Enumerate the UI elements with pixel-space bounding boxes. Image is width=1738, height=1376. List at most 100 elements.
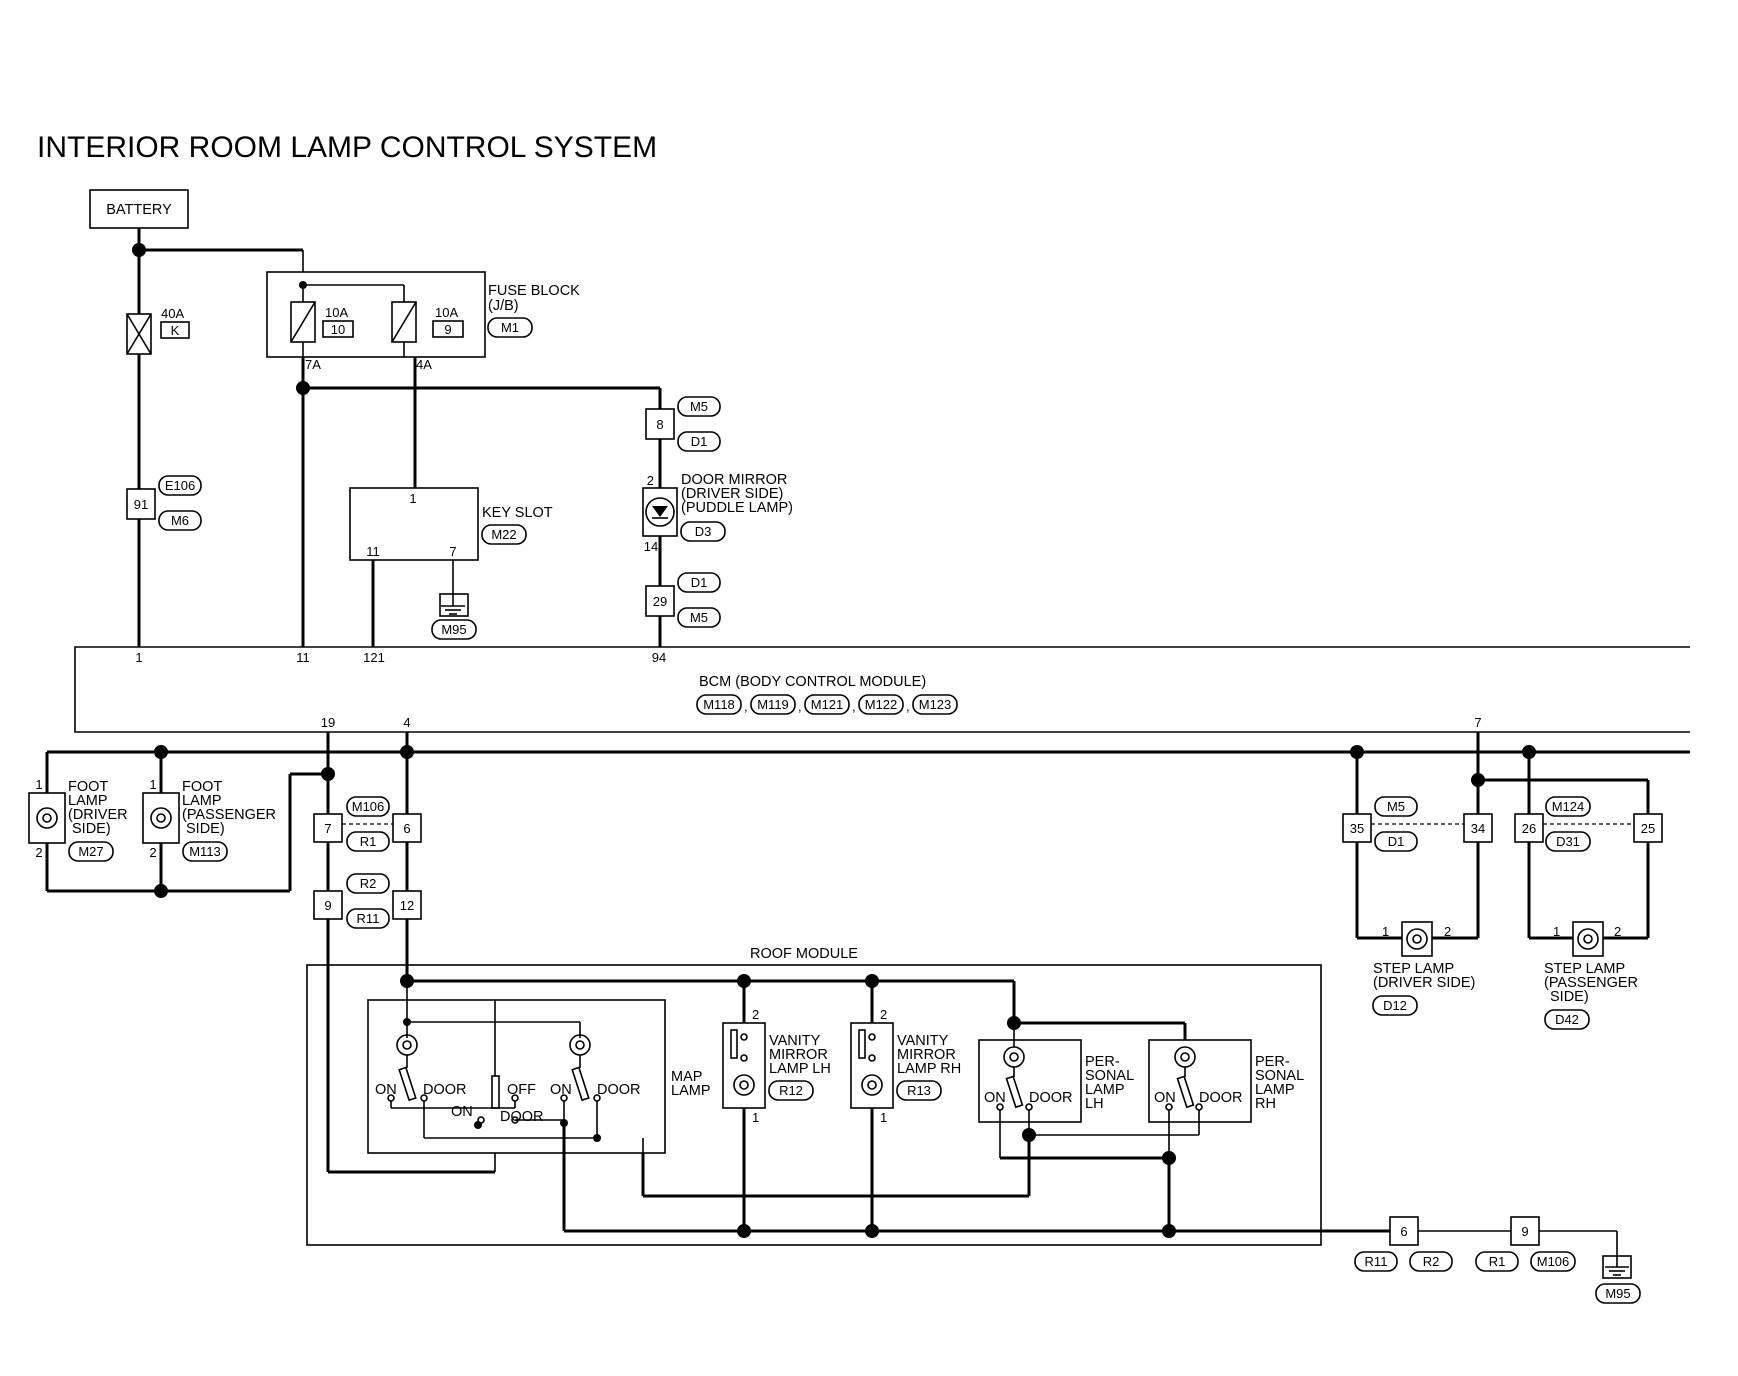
joint-pin-12: 12 (400, 898, 414, 913)
map-lamp-label-2: LAMP (671, 1083, 711, 1099)
fuse-a-rating: 10A (325, 305, 348, 320)
joint-m5-34 (1463, 813, 1493, 843)
foot-passenger-label-3: (PASSENGER (182, 807, 276, 823)
fuse-40a (126, 313, 152, 355)
bcm-comma: , (906, 699, 910, 714)
vanity-rh-label-3: LAMP RH (897, 1061, 961, 1077)
personal-lh-label-2: SONAL (1085, 1068, 1134, 1084)
connector-d1-b: D1 (691, 575, 708, 590)
connector-m5-c: M5 (1387, 799, 1405, 814)
personal-lh-label-3: LAMP (1085, 1082, 1125, 1098)
connector-m106-b: M106 (1537, 1254, 1570, 1269)
vanity-rh-pin-1: 1 (880, 1110, 887, 1125)
map-door-left: DOOR (423, 1082, 467, 1098)
key-slot-label: KEY SLOT (482, 505, 553, 521)
fuse-40a-rating: 40A (161, 306, 184, 321)
step-passenger-pin-2: 2 (1614, 924, 1621, 939)
battery-box (89, 189, 189, 229)
joint-pin-29: 29 (653, 594, 667, 609)
bcm-pin-7: 7 (1474, 715, 1481, 730)
joint-r11-6 (1389, 1216, 1419, 1246)
map-lamp-box (367, 999, 666, 1154)
connector-m5-a: M5 (690, 399, 708, 414)
fuse-a-num: 10 (331, 322, 345, 337)
personal-lamp-lh-bulb (1003, 1046, 1025, 1068)
joint-pin-6-ground: 6 (1400, 1224, 1407, 1239)
foot-passenger-label-4: SIDE) (186, 821, 225, 837)
connector-d3: D3 (695, 524, 712, 539)
fuse-40a-code: K (171, 323, 180, 338)
foot-lamp-driver (28, 792, 66, 844)
connector-r2: R2 (360, 876, 377, 891)
joint-pin-6: 6 (403, 821, 410, 836)
joint-pin-7: 7 (324, 821, 331, 836)
foot-lamp-passenger (142, 792, 180, 844)
connector-d12: D12 (1383, 998, 1407, 1013)
connector-r11: R11 (357, 911, 380, 926)
personal-rh-on: ON (1154, 1090, 1176, 1106)
roof-module-label: ROOF MODULE (750, 946, 858, 962)
vanity-lh-label-3: LAMP LH (769, 1061, 831, 1077)
ground-m95-key-slot: M95 (441, 622, 466, 637)
bcm-pin-11: 11 (296, 650, 310, 665)
fuse-10a-10 (290, 301, 316, 343)
joint-pin-34: 34 (1471, 821, 1485, 836)
vanity-rh-label-2: MIRROR (897, 1047, 956, 1063)
step-passenger-label-3: SIDE) (1550, 989, 1589, 1005)
bcm-comma: , (852, 699, 856, 714)
vanity-rh-label: VANITY (897, 1033, 949, 1049)
fuse-pin-7a: 7A (305, 357, 321, 372)
step-driver-pin-1: 1 (1382, 924, 1389, 939)
door-mirror-label: DOOR MIRROR (681, 472, 787, 488)
vanity-lh-pin-2: 2 (752, 1007, 759, 1022)
ground-symbol-key-slot (439, 593, 469, 617)
door-mirror-label-2: (DRIVER SIDE) (681, 486, 783, 502)
bcm-connectors: M118 , M119 , M121 , M122 , M123 (696, 694, 958, 715)
foot-driver-label-3: (DRIVER (68, 807, 128, 823)
bcm-pin-121: 121 (363, 650, 385, 665)
map-door-center: DOOR (500, 1109, 544, 1125)
connector-r1: R1 (360, 834, 377, 849)
map-on-left: ON (375, 1082, 397, 1098)
connector-m124: M124 (1552, 799, 1585, 814)
puddle-lamp-icon (642, 487, 678, 537)
foot-passenger-label: FOOT (182, 779, 222, 795)
step-passenger-label: STEP LAMP (1544, 961, 1625, 977)
key-slot-pin-1: 1 (409, 491, 416, 506)
connector-m118: M118 (703, 697, 735, 712)
connector-m113: M113 (189, 844, 221, 859)
personal-lamp-rh-switch (1165, 1075, 1203, 1111)
joint-r2-9 (313, 890, 343, 920)
foot-driver-label-4: SIDE) (72, 821, 111, 837)
key-slot-pin-11: 11 (366, 544, 380, 559)
connector-r12: R12 (779, 1083, 803, 1098)
map-on-right: ON (550, 1082, 572, 1098)
step-driver-pin-2: 2 (1444, 924, 1451, 939)
door-mirror-label-3: (PUDDLE LAMP) (681, 500, 793, 516)
roof-module-box (306, 964, 1322, 1246)
mirror-pin-14: 14 (644, 539, 658, 554)
connector-r1-b: R1 (1489, 1254, 1506, 1269)
map-on-center: ON (451, 1104, 473, 1120)
key-slot (349, 487, 479, 561)
battery-label: BATTERY (106, 202, 172, 218)
diagram-title: INTERIOR ROOM LAMP CONTROL SYSTEM (37, 131, 657, 164)
joint-r2-12 (392, 890, 422, 920)
vanity-lh-label: VANITY (769, 1033, 821, 1049)
vanity-rh-pin-2: 2 (880, 1007, 887, 1022)
connector-m123: M123 (919, 697, 952, 712)
joint-m5-8 (645, 408, 675, 440)
connector-m22: M22 (491, 527, 516, 542)
bcm-pin-4: 4 (403, 715, 410, 730)
step-passenger-label-2: (PASSENGER (1544, 975, 1638, 991)
foot-driver-pin-1: 1 (35, 777, 42, 792)
fuse-10a-9 (391, 301, 417, 343)
joint-pin-26: 26 (1522, 821, 1536, 836)
connector-m5-b: M5 (690, 610, 708, 625)
connector-m119: M119 (757, 697, 789, 712)
personal-lh-on: ON (984, 1090, 1006, 1106)
joint-pin-35: 35 (1350, 821, 1364, 836)
foot-driver-pin-2: 2 (35, 845, 42, 860)
foot-passenger-label-2: LAMP (182, 793, 222, 809)
connector-d42: D42 (1555, 1012, 1579, 1027)
